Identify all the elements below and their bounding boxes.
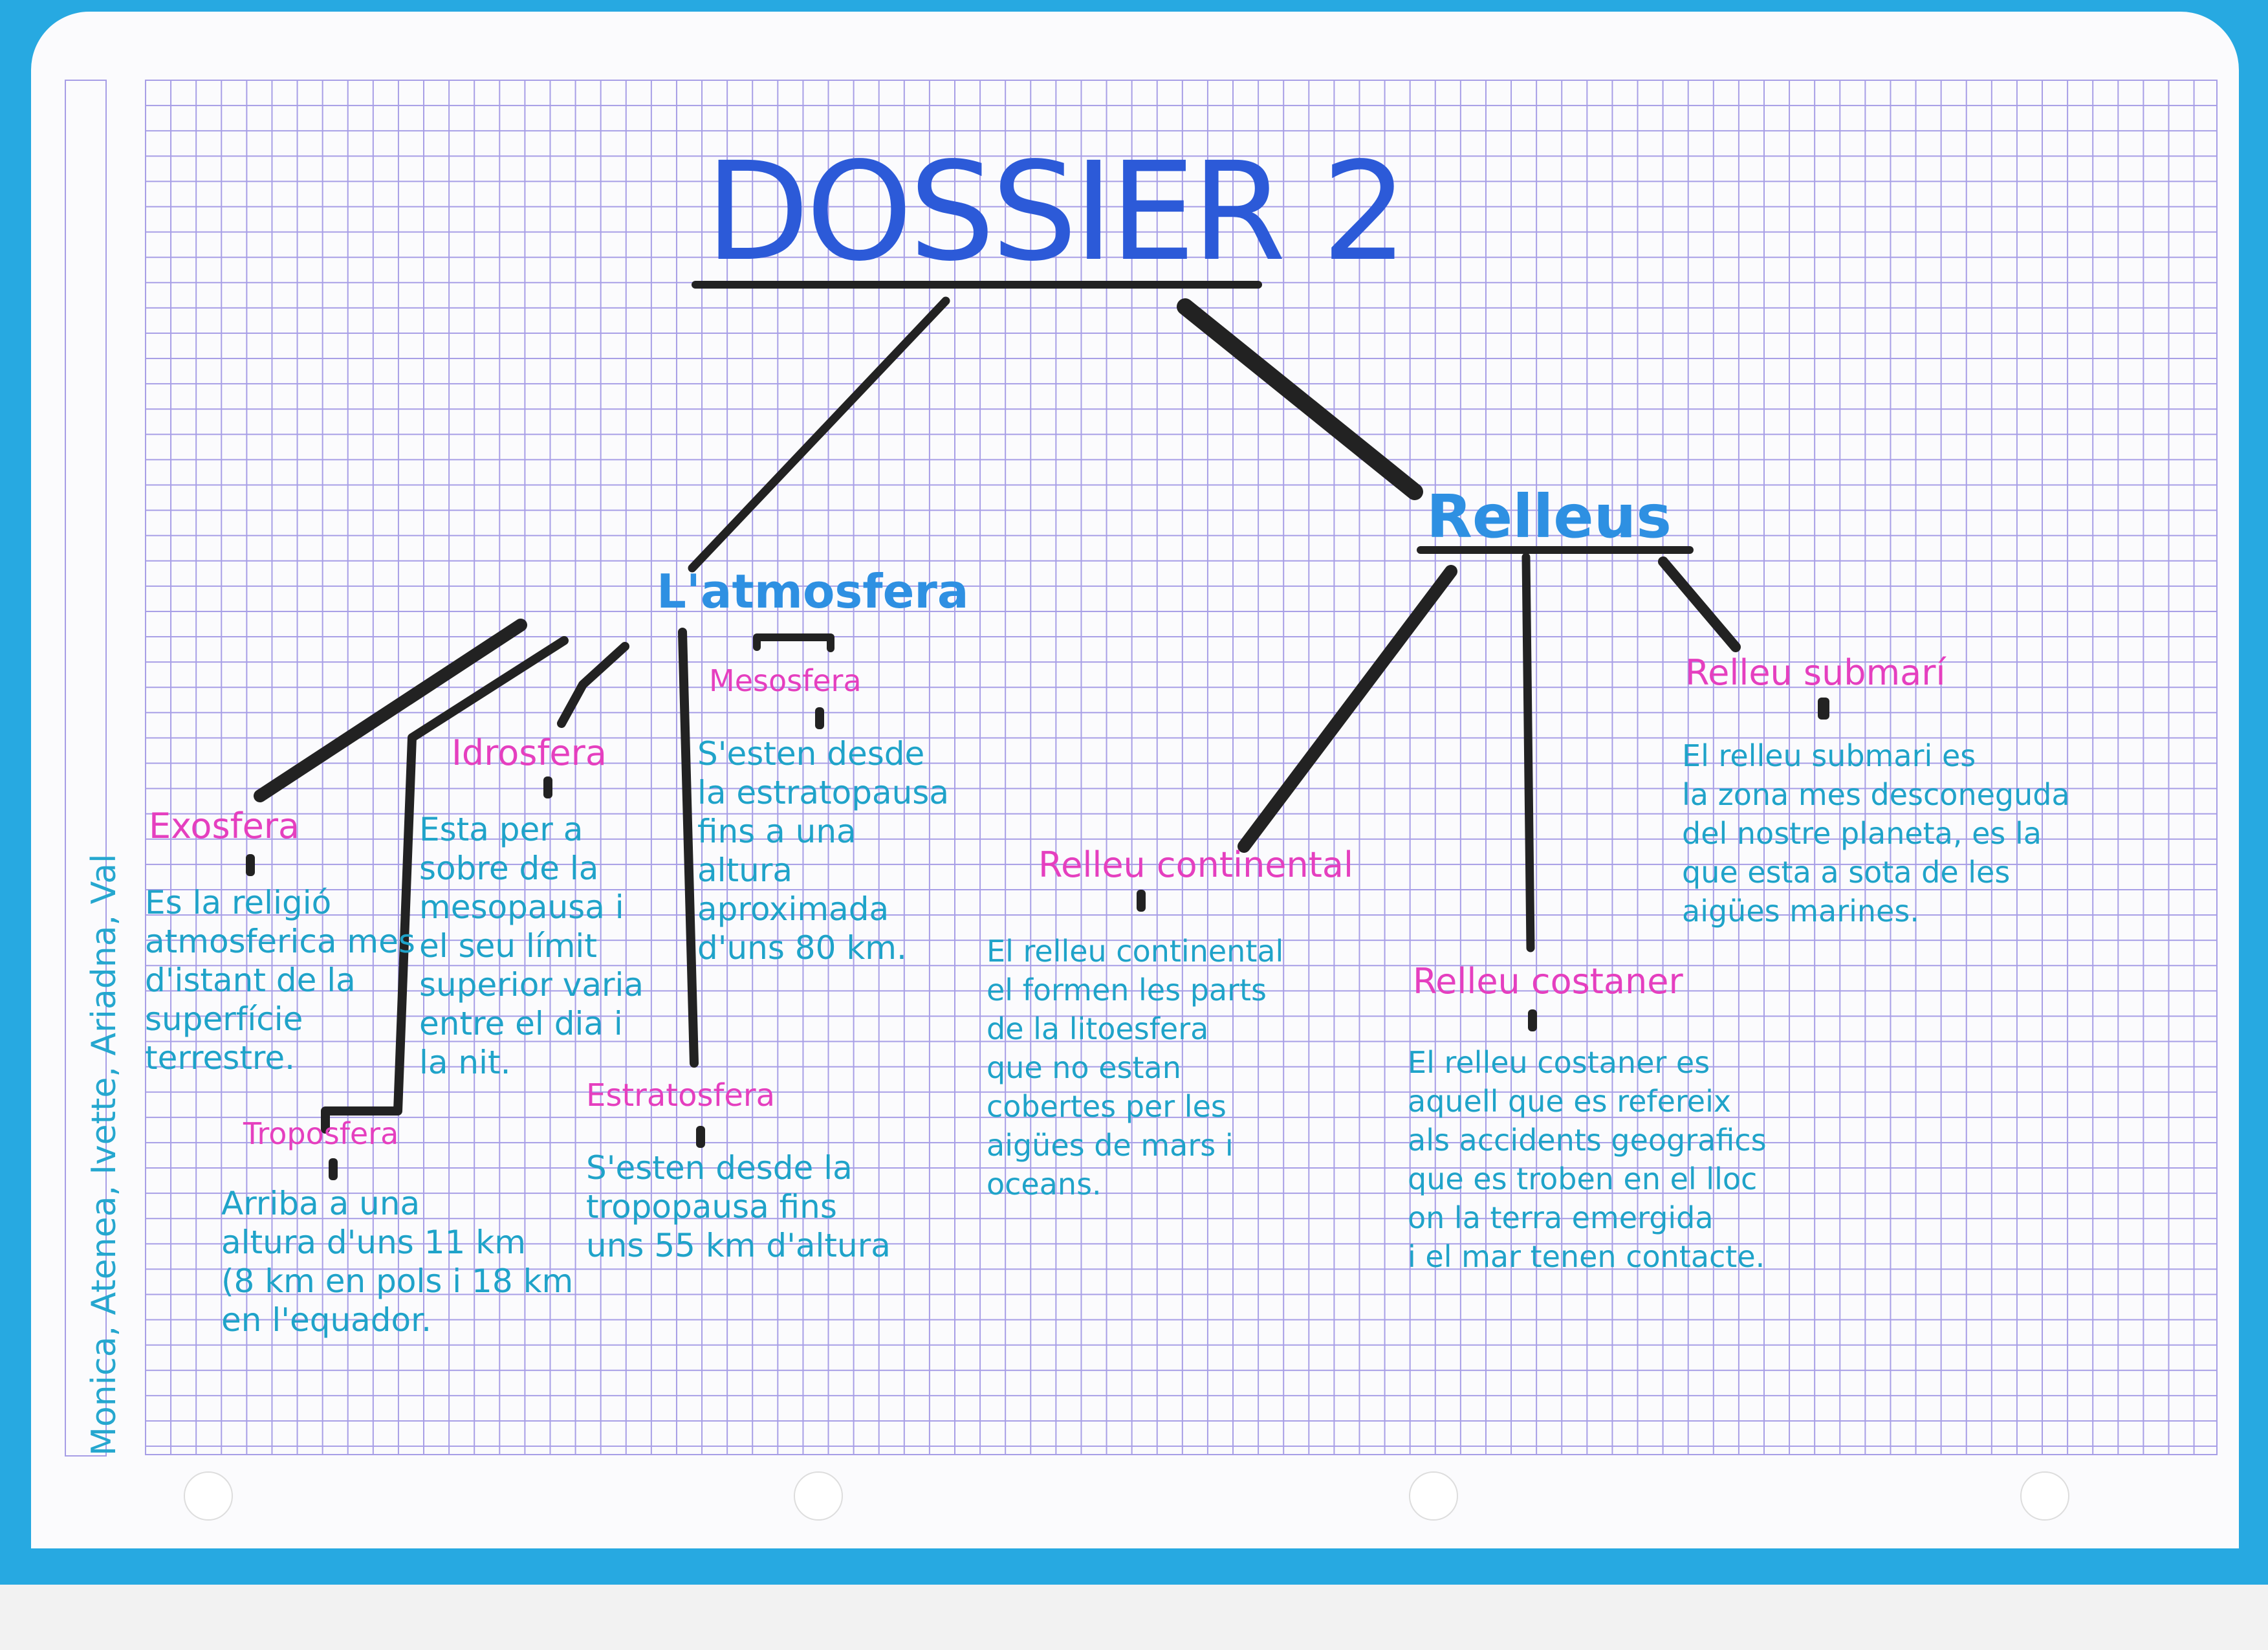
- bullet-mark: [1818, 698, 1829, 720]
- connector-title-relleus: [1177, 298, 1423, 500]
- binder-hole: [184, 1471, 233, 1521]
- label-exosfera: Exosfera: [149, 806, 300, 846]
- connector-estratosfera: [678, 628, 699, 1068]
- connector-continental: [1238, 565, 1457, 853]
- bullet-mark: [696, 1126, 705, 1148]
- connector-title-atmosfera: [688, 296, 950, 573]
- bullet-mark: [329, 1158, 338, 1180]
- bullet-mark: [1137, 890, 1146, 912]
- margin-column: [65, 80, 107, 1457]
- node-relleus: Relleus: [1426, 482, 1672, 551]
- binder-hole: [1409, 1471, 1458, 1521]
- connector-exosfera: [254, 619, 527, 802]
- label-relleu-continental: Relleu continental: [1038, 844, 1354, 885]
- bullet-mark: [1528, 1009, 1537, 1031]
- connector-troposfera: [321, 636, 569, 1134]
- label-idrosfera: Idrosfera: [452, 732, 607, 773]
- connector-idrosfera: [557, 642, 629, 728]
- connector-costaner: [1521, 553, 1535, 952]
- node-atmosfera: L'atmosfera: [657, 564, 969, 619]
- connector-submari: [1658, 556, 1741, 652]
- label-relleu-costaner: Relleu costaner: [1413, 961, 1683, 1002]
- binder-hole: [2020, 1471, 2069, 1521]
- label-troposfera: Troposfera: [243, 1116, 399, 1151]
- label-mesosfera: Mesosfera: [709, 663, 862, 698]
- connector-mesosfera: [753, 633, 834, 652]
- bullet-mark: [543, 776, 552, 798]
- bullet-mark: [815, 707, 824, 729]
- page-title: DOSSIER 2: [705, 133, 1408, 291]
- label-relleu-submari: Relleu submarí: [1685, 652, 1946, 693]
- label-estratosfera: Estratosfera: [586, 1077, 776, 1114]
- binder-hole: [794, 1471, 843, 1521]
- bullet-mark: [246, 854, 255, 876]
